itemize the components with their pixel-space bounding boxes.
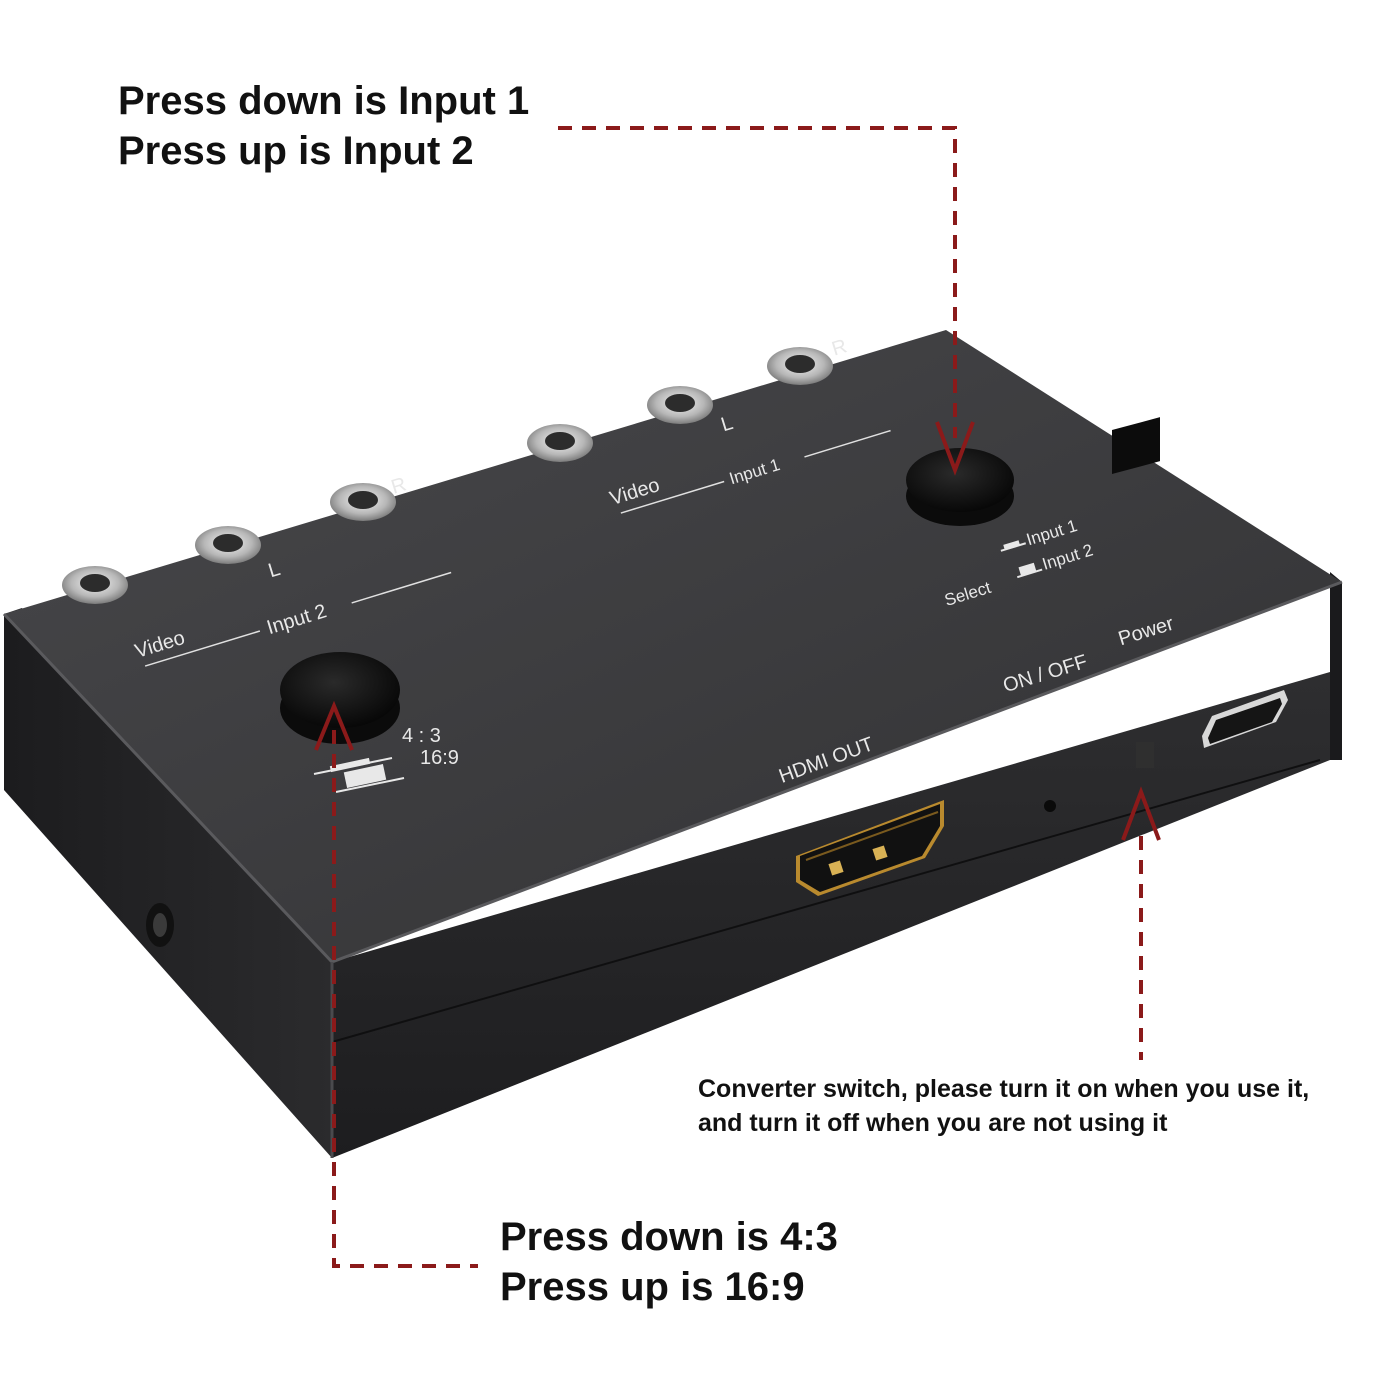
arrow-icon bbox=[314, 700, 354, 751]
input-select-line1: Press down is Input 1 bbox=[118, 79, 530, 123]
slide-switch-icon[interactable] bbox=[1112, 417, 1160, 768]
converter-switch-line1: Converter switch, please turn it on when… bbox=[698, 1075, 1310, 1103]
arrow-icon bbox=[1121, 786, 1161, 841]
rca-jack-icon bbox=[62, 566, 128, 604]
aspect-ratio-button[interactable] bbox=[280, 652, 400, 744]
micro-usb-port-icon bbox=[1202, 690, 1288, 748]
arrow-icon bbox=[935, 421, 975, 476]
hdmi-port-icon bbox=[796, 800, 944, 896]
device-left-side bbox=[4, 608, 332, 1158]
input-select-callout: Press down is Input 1 Press up is Input … bbox=[118, 76, 529, 176]
led-indicator-icon bbox=[1044, 800, 1056, 812]
rca-jack-icon bbox=[195, 526, 261, 564]
rca-jack-icon bbox=[767, 347, 833, 385]
input-select-line2: Press up is Input 2 bbox=[118, 129, 474, 173]
side-port-icon bbox=[146, 903, 174, 947]
aspect-silkscreen: 4 : 3 16:9 bbox=[313, 725, 459, 793]
aspect-ratio-line2: Press up is 16:9 bbox=[500, 1265, 805, 1309]
input2-r-label: R bbox=[389, 473, 409, 498]
dashed-callout-lines bbox=[332, 126, 1143, 1268]
select-button[interactable] bbox=[906, 448, 1014, 526]
converter-switch-callout: Converter switch, please turn it on when… bbox=[698, 1072, 1309, 1140]
rca-jack-icon bbox=[647, 386, 713, 424]
aspect-43-label: 4 : 3 bbox=[402, 725, 441, 747]
converter-switch-line2: and turn it off when you are not using i… bbox=[698, 1109, 1168, 1137]
device-right-side bbox=[1330, 572, 1342, 760]
aspect-169-label: 16:9 bbox=[420, 747, 459, 769]
input1-r-label: R bbox=[829, 335, 849, 360]
rca-jack-icon bbox=[330, 483, 396, 521]
rca-jack-icon bbox=[527, 424, 593, 462]
device-front-face bbox=[332, 672, 1330, 1158]
aspect-ratio-callout: Press down is 4:3 Press up is 16:9 bbox=[500, 1212, 838, 1312]
aspect-ratio-line1: Press down is 4:3 bbox=[500, 1215, 838, 1259]
